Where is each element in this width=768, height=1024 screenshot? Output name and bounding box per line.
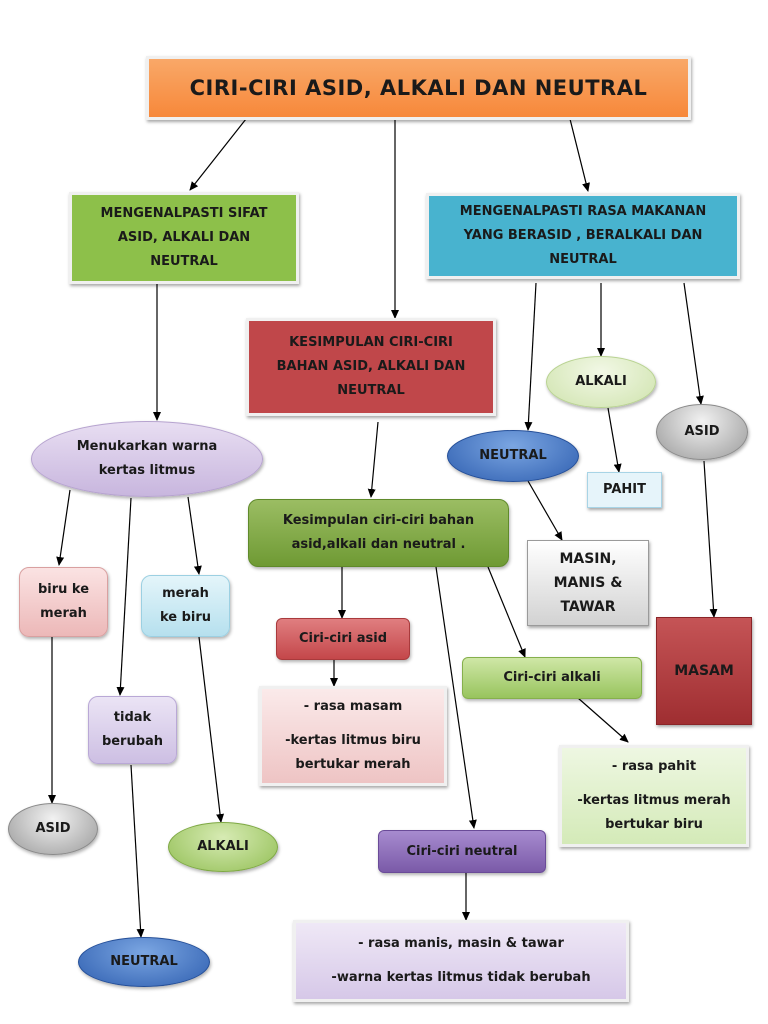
- identify-properties-box: MENGENALPASTI SIFAT ASID, ALKALI DAN NEU…: [69, 192, 299, 284]
- red-to-blue-line-1: merah: [162, 586, 209, 601]
- alkali-traits-label: Ciri-ciri alkali: [503, 670, 601, 685]
- litmus-change-ellipse: Menukarkan warna kertas litmus: [31, 421, 263, 497]
- red-to-blue-box: merah ke biru: [141, 575, 230, 637]
- neutral-traits-label: Ciri-ciri neutral: [406, 843, 518, 859]
- alkali-trait-3: bertukar biru: [605, 817, 703, 832]
- alkali-traits-box: - rasa pahit -kertas litmus merah bertuk…: [559, 745, 749, 847]
- identify-taste-line-3: NEUTRAL: [549, 252, 617, 267]
- identify-properties-line-1: MENGENALPASTI SIFAT: [100, 206, 268, 221]
- arrow-title-blue: [569, 118, 590, 192]
- alkali-ellipse-right: ALKALI: [546, 356, 656, 408]
- unchanged-box: tidak berubah: [88, 696, 177, 764]
- neutral-ellipse-left: NEUTRAL: [78, 937, 210, 987]
- identify-taste-line-2: YANG BERASID , BERALKALI DAN: [463, 228, 703, 243]
- unchanged-line-2: berubah: [101, 734, 164, 749]
- acid-traits-label-box: Ciri-ciri asid: [276, 618, 410, 660]
- conclusion-line-2: asid,alkali dan neutral .: [291, 537, 466, 552]
- litmus-change-line-1: Menukarkan warna: [76, 439, 218, 454]
- asid-right-label: ASID: [684, 424, 720, 439]
- blue-to-red-line-2: merah: [40, 606, 87, 621]
- title-box: CIRI-CIRI ASID, ALKALI DAN NEUTRAL: [146, 56, 691, 120]
- arrow-blue-asid: [683, 282, 704, 405]
- asid-ellipse-right: ASID: [656, 404, 748, 460]
- conclusion-box: Kesimpulan ciri-ciri bahan asid,alkali d…: [248, 499, 509, 567]
- masin-manis-tawar-box: MASIN, MANIS & TAWAR: [527, 540, 649, 626]
- conclusion-header-line-1: KESIMPULAN CIRI-CIRI: [289, 335, 453, 350]
- neutral-traits-label-box: Ciri-ciri neutral: [378, 830, 546, 873]
- arrow-title-green: [189, 118, 247, 191]
- alkali-trait-1: - rasa pahit: [611, 759, 697, 774]
- masam-label: MASAM: [674, 663, 734, 679]
- asid-left-label: ASID: [35, 821, 71, 836]
- arrow-conclusion-alkali: [487, 566, 526, 658]
- arrow-merah-alkali: [198, 636, 225, 823]
- conclusion-header-box: KESIMPULAN CIRI-CIRI BAHAN ASID, ALKALI …: [246, 318, 496, 416]
- alkali-traits-label-box: Ciri-ciri alkali: [462, 657, 642, 699]
- neutral-trait-1: - rasa manis, masin & tawar: [358, 936, 564, 951]
- acid-traits-label: Ciri-ciri asid: [298, 631, 388, 646]
- title-text: CIRI-CIRI ASID, ALKALI DAN NEUTRAL: [189, 76, 648, 100]
- acid-trait-2: -kertas litmus biru: [285, 733, 421, 748]
- acid-trait-3: bertukar merah: [295, 757, 411, 772]
- masam-box: MASAM: [656, 617, 752, 725]
- unchanged-line-1: tidak: [113, 710, 152, 725]
- neutral-ellipse-right: NEUTRAL: [447, 430, 579, 482]
- arrow-litmus-tidak: [116, 497, 132, 696]
- alkali-trait-2: -kertas litmus merah: [577, 793, 731, 808]
- masin-line-2: MANIS &: [553, 575, 623, 591]
- arrow-alkali-pahit: [607, 407, 622, 473]
- arrow-tidak-neutral: [130, 764, 145, 938]
- acid-trait-1: - rasa masam: [303, 699, 403, 714]
- conclusion-header-line-2: BAHAN ASID, ALKALI DAN: [276, 359, 466, 374]
- neutral-left-label: NEUTRAL: [110, 954, 178, 969]
- litmus-change-line-2: kertas litmus: [98, 463, 196, 478]
- identify-properties-line-2: ASID, ALKALI DAN: [117, 230, 251, 245]
- red-to-blue-line-2: ke biru: [159, 610, 212, 625]
- neutral-right-label: NEUTRAL: [479, 448, 547, 463]
- asid-ellipse-left: ASID: [8, 803, 98, 855]
- alkali-right-label: ALKALI: [575, 374, 627, 389]
- arrow-red-conclusion: [367, 421, 379, 498]
- pahit-label: PAHIT: [603, 482, 646, 497]
- arrow-conclusion-neutral: [435, 566, 477, 829]
- conclusion-line-1: Kesimpulan ciri-ciri bahan: [282, 513, 475, 528]
- identify-taste-line-1: MENGENALPASTI RASA MAKANAN: [459, 204, 707, 219]
- acid-traits-box: - rasa masam -kertas litmus biru bertuka…: [259, 686, 447, 786]
- pahit-box: PAHIT: [587, 472, 662, 508]
- identify-properties-line-3: NEUTRAL: [150, 254, 218, 269]
- masin-line-3: TAWAR: [560, 599, 616, 615]
- neutral-trait-2: -warna kertas litmus tidak berubah: [331, 970, 591, 985]
- identify-taste-box: MENGENALPASTI RASA MAKANAN YANG BERASID …: [426, 193, 740, 279]
- alkali-ellipse-left: ALKALI: [168, 822, 278, 872]
- alkali-left-label: ALKALI: [197, 839, 249, 854]
- blue-to-red-box: biru ke merah: [19, 567, 108, 637]
- arrow-litmus-merah: [187, 496, 202, 575]
- masin-line-1: MASIN,: [559, 551, 617, 567]
- arrow-asid-masam: [703, 460, 718, 618]
- arrow-litmus-biru: [56, 489, 71, 566]
- neutral-traits-box: - rasa manis, masin & tawar -warna kerta…: [293, 920, 629, 1002]
- arrow-neutral-masin: [527, 480, 563, 541]
- arrow-alkali-traits: [577, 697, 629, 743]
- arrow-blue-neutral: [524, 282, 537, 431]
- conclusion-header-line-3: NEUTRAL: [337, 383, 405, 398]
- blue-to-red-line-1: biru ke: [37, 582, 90, 597]
